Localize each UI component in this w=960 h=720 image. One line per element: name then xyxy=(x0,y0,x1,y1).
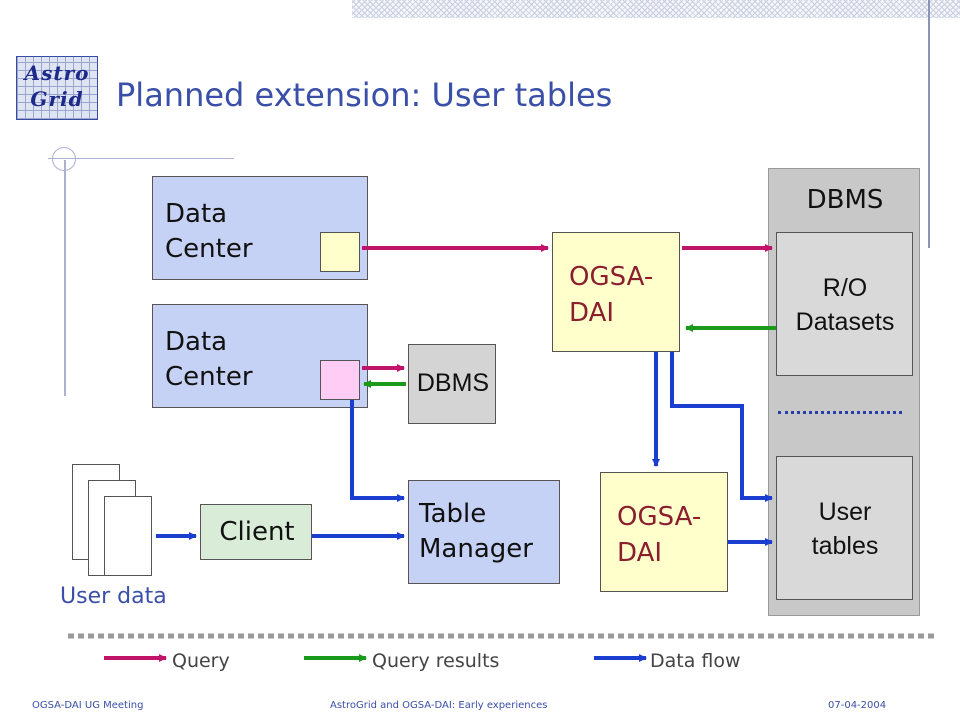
data-flow-arrow xyxy=(350,400,405,502)
user-tables-label: User tables xyxy=(811,498,879,560)
data-center-2-label: Data Center xyxy=(165,327,253,392)
legend-query-label: Query xyxy=(172,650,230,672)
data-flow-arrow xyxy=(670,352,773,502)
legend-results-label: Query results xyxy=(372,650,500,672)
ro-datasets-label: R/O Datasets xyxy=(795,274,895,336)
slide-title: Planned extension: User tables xyxy=(116,76,613,114)
user-tables-box: User tables xyxy=(776,456,913,600)
logo-text-bottom: Grid xyxy=(30,87,84,111)
decorative-rule xyxy=(48,158,234,159)
table-manager-box: Table Manager xyxy=(408,480,560,584)
ogsa-dai-top-label: OGSA-DAI xyxy=(569,262,654,328)
logo-text-top: Astro xyxy=(24,61,90,85)
data-center-1-label: Data Center xyxy=(165,199,253,264)
decorative-rule xyxy=(64,160,66,396)
legend-flow-label: Data flow xyxy=(650,650,741,672)
ro-datasets-box: R/O Datasets xyxy=(776,232,913,376)
more-tables-ellipsis xyxy=(778,411,902,414)
data-center-2-port xyxy=(320,360,360,400)
ogsa-dai-bottom: OGSA-DAI xyxy=(600,472,728,592)
table-manager-label: Table Manager xyxy=(419,499,533,564)
footer-center: AstroGrid and OGSA-DAI: Early experience… xyxy=(330,700,548,711)
user-data-doc xyxy=(104,496,152,576)
ogsa-dai-top: OGSA-DAI xyxy=(552,232,680,352)
footer-left: OGSA-DAI UG Meeting xyxy=(32,700,144,711)
decorative-rule xyxy=(928,0,930,248)
data-center-2: Data Center xyxy=(152,304,368,408)
decorative-ring xyxy=(52,147,76,171)
data-center-1-port xyxy=(320,232,360,272)
client-box: Client xyxy=(200,504,312,560)
client-label: Client xyxy=(219,517,295,547)
ogsa-dai-bottom-label: OGSA-DAI xyxy=(617,502,702,568)
astrogrid-logo: Astro Grid xyxy=(16,56,98,120)
dbms-small-label: DBMS xyxy=(416,369,490,397)
data-center-1: Data Center xyxy=(152,176,368,280)
dbms-small-box: DBMS xyxy=(408,344,496,424)
dbms-panel-label: DBMS xyxy=(806,185,884,215)
header-pattern-band xyxy=(352,0,960,18)
user-data-label: User data xyxy=(60,584,167,609)
footer-right: 07-04-2004 xyxy=(828,700,887,711)
